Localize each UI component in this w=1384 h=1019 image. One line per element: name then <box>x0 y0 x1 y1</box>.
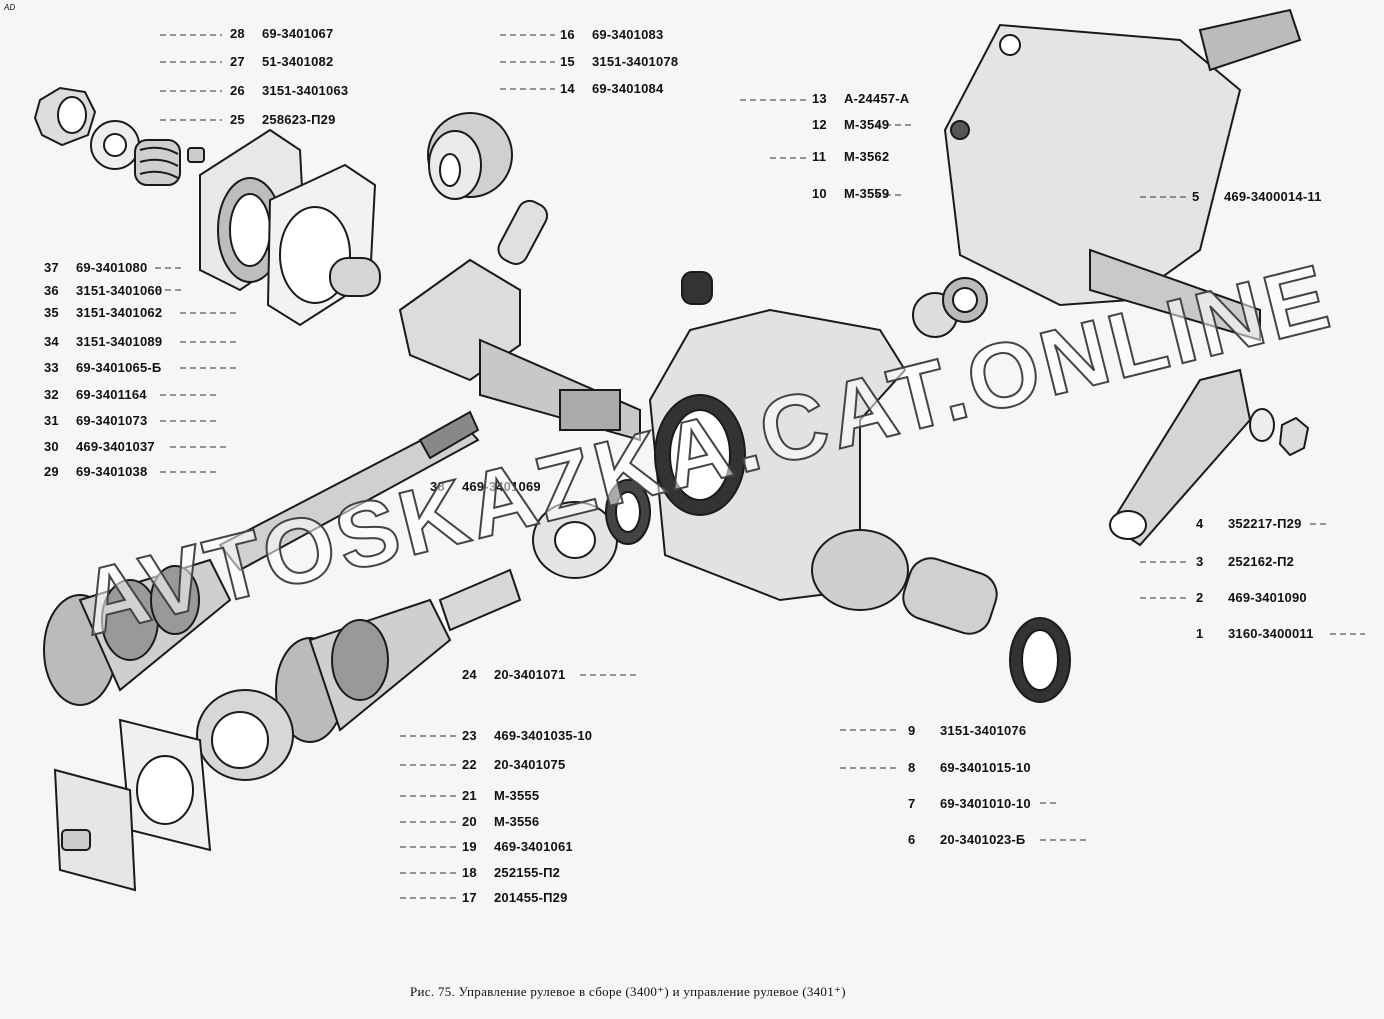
worm-part <box>275 568 522 743</box>
roller-pin-part <box>497 199 549 265</box>
figure-caption: Рис. 75. Управление рулевое в сборе (340… <box>410 984 846 999</box>
steering-box-assembly-part <box>943 8 1302 342</box>
tapered-bearing-part <box>532 479 651 579</box>
sleeve-part <box>329 257 381 297</box>
arm-nut-part <box>1278 416 1310 457</box>
worm-shaft-part <box>218 410 480 572</box>
pin-part <box>187 147 205 163</box>
needle-bearing-part <box>912 277 988 338</box>
shim-part <box>118 718 212 852</box>
cap-part <box>681 271 713 305</box>
bearing-part <box>427 112 513 200</box>
bottom-cover-part <box>53 768 137 892</box>
nut-part <box>33 86 97 147</box>
corner-mark: AD <box>4 3 16 12</box>
spring-part <box>134 139 181 186</box>
spring-washer-part <box>1249 408 1275 442</box>
leader-lines <box>155 34 1365 899</box>
roller-shaft-part <box>398 258 641 442</box>
pitman-arm-part <box>1108 368 1252 547</box>
bushing-part <box>902 557 998 635</box>
lock-washer-part <box>90 120 140 170</box>
worm-gear-part <box>43 558 232 706</box>
oil-seal-part <box>1009 617 1071 703</box>
outer-race-part <box>196 689 294 781</box>
steering-housing-part <box>648 308 909 611</box>
